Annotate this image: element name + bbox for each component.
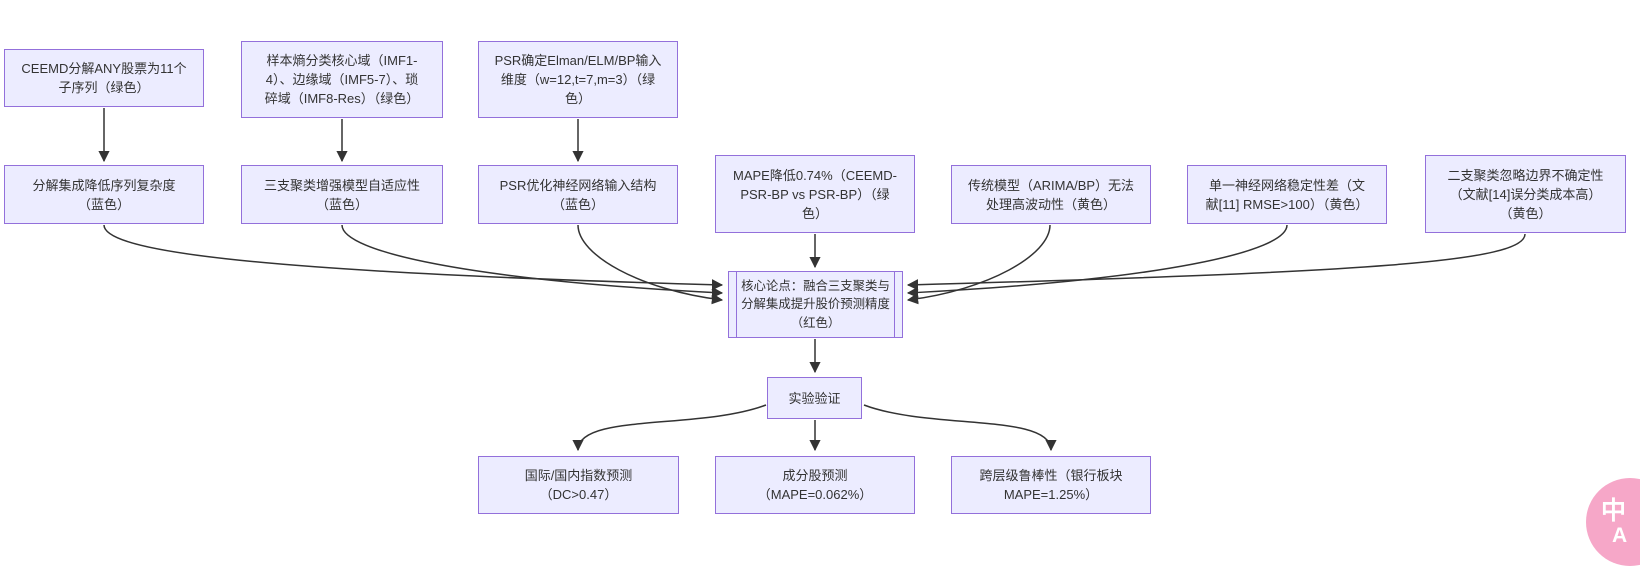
node-sample-entropy-domains: 样本熵分类核心域（IMF1- 4）、边缘域（IMF5-7）、琐 碎域（IMF8-… [241,41,443,118]
node-psr-input-dimension: PSR确定Elman/ELM/BP输入 维度（w=12,t=7,m=3）（绿 色… [478,41,678,118]
edge-m1-core [103,224,724,291]
node-core-thesis: 核心论点：融合三支聚类与 分解集成提升股价预测精度 （红色） [728,271,903,338]
edge-m5-core [906,224,1051,305]
edge-exp-b1 [572,404,767,452]
node-index-prediction: 国际/国内指数预测 （DC>0.47） [478,456,679,514]
node-cross-level-robustness: 跨层级鲁棒性（银行板块 MAPE=1.25%） [951,456,1151,514]
edge-m3-core [577,224,724,305]
node-psr-optimizes-input-structure: PSR优化神经网络输入结构 （蓝色） [478,165,678,224]
node-constituent-stock-prediction: 成分股预测 （MAPE=0.062%） [715,456,915,514]
node-three-way-clustering-adaptivity: 三支聚类增强模型自适应性 （蓝色） [241,165,443,224]
translate-en-glyph: A [1612,523,1628,547]
translate-zh-glyph: 中 [1601,496,1627,525]
edge-m2-core [341,224,724,299]
node-two-way-clustering-limitation: 二支聚类忽略边界不确定性 （文献[14]误分类成本高） （黄色） [1425,155,1626,233]
node-single-nn-instability: 单一神经网络稳定性差（文 献[11] RMSE>100）（黄色） [1187,165,1387,224]
edge-m7-core [906,233,1526,291]
node-ceemd-decomposition: CEEMD分解ANY股票为11个 子序列（绿色） [4,49,204,107]
node-experiment-validation: 实验验证 [767,377,862,419]
edge-exp-b3 [863,404,1057,452]
node-mape-improvement: MAPE降低0.74%（CEEMD- PSR-BP vs PSR-BP）（绿 色… [715,155,915,233]
node-decomposition-reduces-complexity: 分解集成降低序列复杂度 （蓝色） [4,165,204,224]
node-traditional-model-limitation: 传统模型（ARIMA/BP）无法 处理高波动性（黄色） [951,165,1151,224]
edge-m6-core [906,224,1288,299]
